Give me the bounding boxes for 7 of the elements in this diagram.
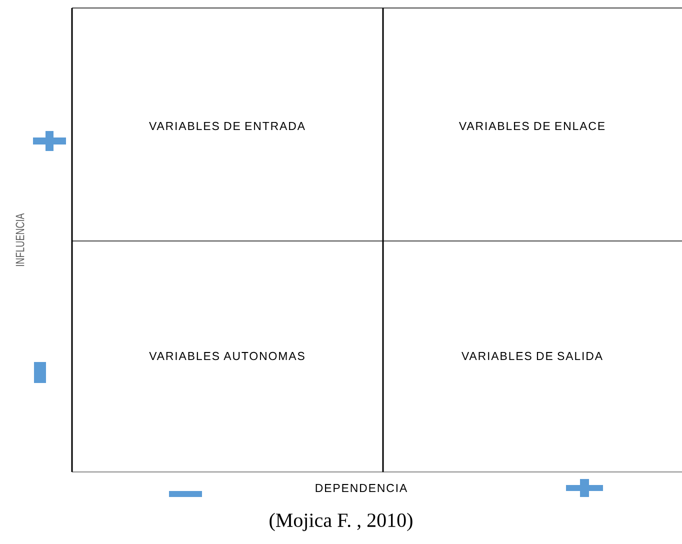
axis-label: INFLUENCIA [16,213,24,266]
caption: (Mojica F. , 2010) [270,512,412,532]
quadrant-label: VARIABLES DE ENTRADA [149,122,305,130]
axis-label: DEPENDENCIA [316,484,408,492]
quadrant-label: VARIABLES DE ENLACE [458,122,605,130]
quadrant-label: VARIABLES DE SALIDA [462,352,602,360]
quadrant-label: VARIABLES AUTONOMAS [149,352,304,360]
